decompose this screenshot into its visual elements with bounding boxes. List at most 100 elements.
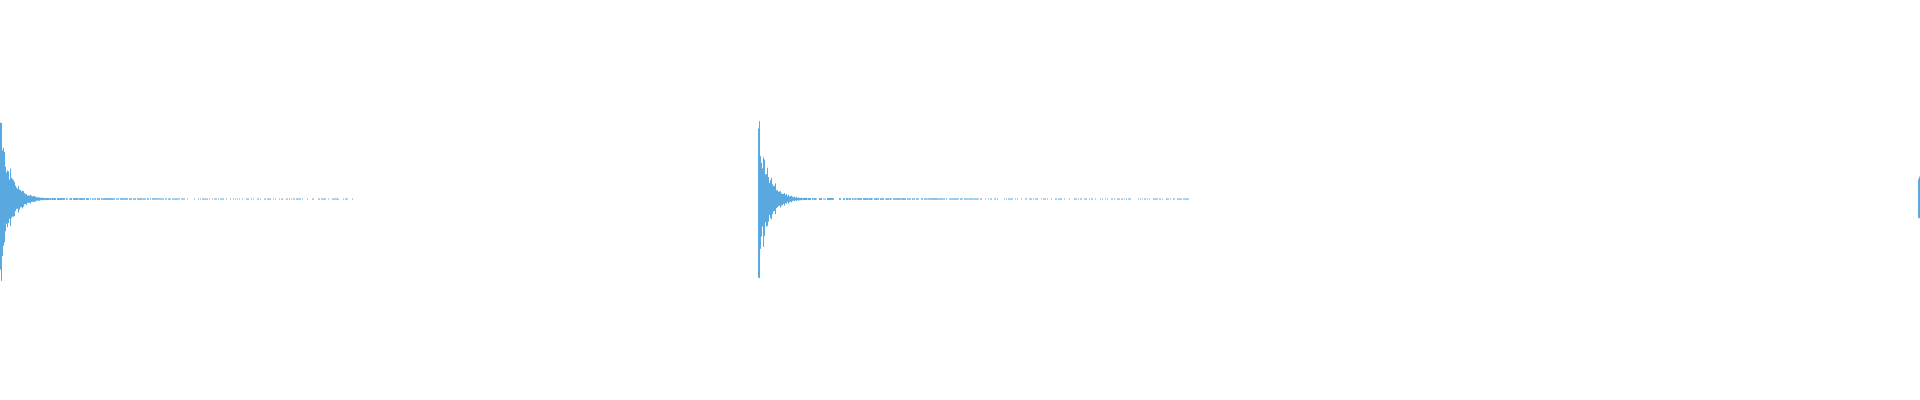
waveform-sample: [827, 198, 828, 200]
waveform-sample: [86, 198, 87, 200]
waveform-sample: [203, 198, 204, 200]
waveform-sample: [77, 198, 78, 200]
waveform-sample: [337, 198, 338, 200]
waveform-sample: [876, 198, 877, 200]
waveform-sample: [1129, 198, 1130, 200]
waveform-sample: [807, 198, 808, 200]
waveform-sample: [332, 198, 333, 200]
waveform-sample: [897, 198, 898, 200]
waveform-sample: [1144, 198, 1145, 200]
waveform-sample: [853, 198, 854, 200]
waveform-sample: [28, 195, 29, 203]
waveform-sample: [1081, 198, 1082, 200]
waveform-sample: [325, 198, 326, 200]
waveform-sample: [1091, 198, 1092, 200]
waveform-sample: [1168, 198, 1169, 200]
waveform-sample: [962, 198, 963, 200]
waveform-sample: [92, 198, 93, 200]
waveform-sample: [1187, 198, 1188, 200]
waveform-sample: [3, 147, 4, 246]
waveform-sample: [794, 196, 795, 202]
waveform-sample: [177, 198, 178, 200]
waveform-sample: [69, 198, 70, 200]
waveform-sample: [88, 198, 89, 200]
waveform-sample: [43, 197, 44, 200]
waveform-sample: [1045, 198, 1046, 200]
waveform-sample: [137, 198, 138, 200]
waveform-sample: [957, 198, 958, 200]
waveform-sample: [207, 198, 208, 200]
waveform-sample: [257, 198, 258, 200]
waveform-sample: [759, 121, 760, 279]
waveform-sample: [1162, 198, 1163, 200]
waveform-sample: [338, 198, 339, 200]
waveform-sample: [767, 167, 768, 226]
waveform-sample: [946, 198, 947, 200]
waveform-sample: [14, 182, 15, 217]
waveform-sample: [1078, 198, 1079, 200]
waveform-sample: [768, 177, 769, 222]
waveform-sample: [1185, 198, 1186, 200]
waveform-sample: [233, 198, 234, 200]
waveform-sample: [62, 198, 63, 200]
waveform-sample: [922, 198, 923, 200]
waveform-sample: [891, 198, 892, 200]
waveform-sample: [307, 198, 308, 200]
waveform-sample: [776, 190, 777, 209]
waveform-sample: [1170, 198, 1171, 200]
waveform-sample: [35, 196, 36, 202]
waveform-sample: [758, 128, 759, 278]
waveform-sample: [117, 198, 118, 200]
waveform-sample: [980, 198, 981, 200]
waveform-sample: [798, 197, 799, 201]
waveform-sample: [778, 191, 779, 206]
waveform-sample: [1111, 198, 1112, 200]
waveform-sample: [268, 198, 269, 200]
waveform-sample: [1155, 198, 1156, 200]
waveform-sample: [335, 198, 336, 200]
waveform-sample: [282, 198, 283, 200]
waveform-sample: [941, 198, 942, 200]
waveform-sample: [773, 186, 774, 212]
waveform-sample: [1102, 198, 1103, 200]
transient-1: [0, 122, 353, 281]
waveform-sample: [978, 198, 979, 200]
waveform-sample: [927, 198, 928, 200]
waveform-bars: [0, 121, 1920, 281]
waveform-sample: [33, 195, 34, 203]
waveform-sample: [902, 198, 903, 200]
waveform-sample: [333, 198, 334, 200]
waveform-sample: [281, 198, 282, 200]
waveform-sample: [265, 198, 266, 200]
waveform-sample: [95, 198, 96, 200]
waveform-sample: [214, 198, 215, 200]
waveform-sample: [905, 198, 906, 200]
waveform-sample: [133, 198, 134, 200]
waveform-sample: [889, 198, 890, 200]
waveform-sample: [900, 198, 901, 200]
waveform-sample: [961, 198, 962, 200]
waveform-sample: [230, 198, 231, 200]
waveform-sample: [38, 197, 39, 201]
waveform-sample: [40, 197, 41, 201]
waveform-sample: [761, 162, 762, 237]
waveform-sample: [299, 198, 300, 200]
waveform-sample: [976, 198, 977, 200]
waveform-sample: [908, 198, 909, 200]
waveform-sample: [819, 198, 820, 200]
waveform-sample: [786, 194, 787, 204]
waveform-sample: [97, 198, 98, 200]
waveform-sample: [843, 198, 844, 200]
waveform-sample: [75, 198, 76, 200]
waveform-sample: [779, 191, 780, 206]
waveform-sample: [1177, 198, 1178, 200]
waveform-sample: [882, 198, 883, 200]
waveform-sample: [1036, 198, 1037, 200]
waveform-sample: [847, 198, 848, 200]
waveform-sample: [153, 198, 154, 200]
waveform-sample: [135, 198, 136, 200]
waveform-sample: [15, 185, 16, 212]
waveform-sample: [943, 198, 944, 200]
